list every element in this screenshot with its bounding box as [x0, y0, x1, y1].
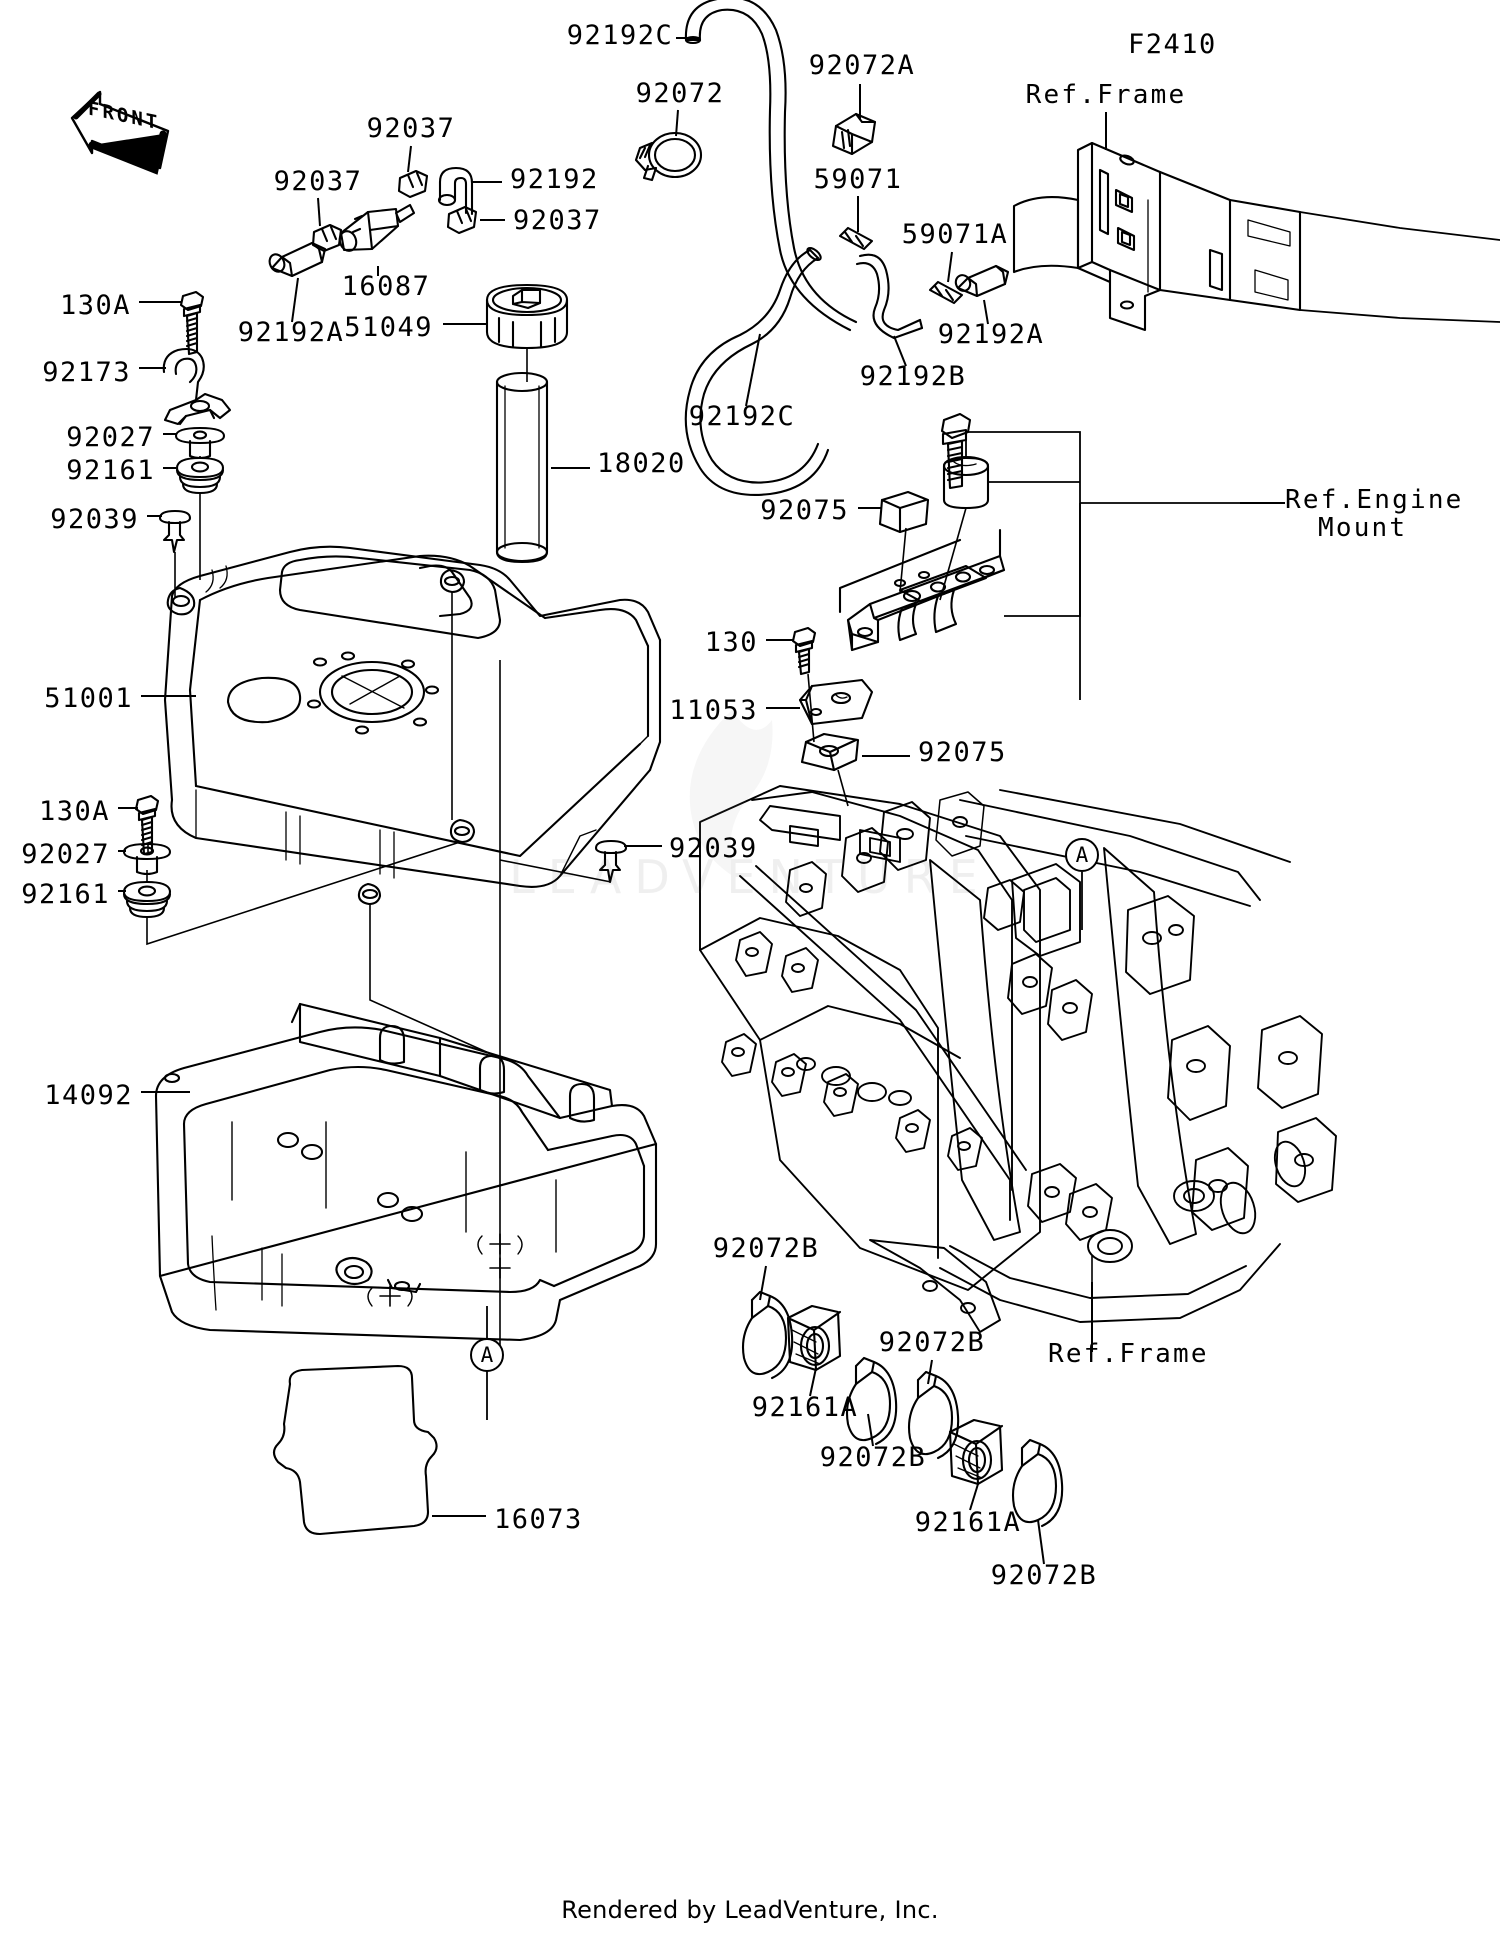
callout-92192c: 92192C — [688, 401, 796, 432]
callout-92027: 92027 — [21, 839, 110, 870]
callout-ref-frame: Ref.Frame — [1025, 80, 1187, 110]
callout-92161: 92161 — [66, 455, 155, 486]
callout-92037: 92037 — [273, 166, 363, 197]
part-18020-filler-neck — [495, 371, 549, 564]
part-92075-damper-upper — [878, 490, 930, 534]
callout-92039: 92039 — [669, 833, 758, 864]
callout-16073: 16073 — [494, 1504, 583, 1535]
callout-92173: 92173 — [42, 357, 131, 388]
part-92192a-right — [954, 264, 1010, 298]
callout-92072b: 92072B — [990, 1560, 1098, 1591]
callout-92192b: 92192B — [859, 361, 967, 392]
footer-credit: Rendered by LeadVenture, Inc. — [561, 1896, 939, 1924]
callout-92072: 92072 — [635, 78, 725, 109]
part-130-bolt — [791, 626, 817, 676]
part-92039-rivet-lower — [594, 839, 628, 884]
callout-92027: 92027 — [66, 422, 155, 453]
callout-51049: 51049 — [344, 312, 433, 343]
part-14092-tank-cover — [154, 1002, 658, 1342]
engine-mount-rail — [838, 528, 1006, 652]
callout-92192c: 92192C — [566, 20, 674, 51]
callout-92192a: 92192A — [237, 317, 345, 348]
part-92072b-clamp-4 — [1011, 1438, 1064, 1528]
callout-92192a: 92192A — [937, 319, 1045, 350]
callout-92072b: 92072B — [878, 1327, 986, 1358]
part-92192c-hose-lower — [684, 246, 830, 496]
callout-mount: Mount — [1318, 513, 1408, 543]
callout-92075: 92075 — [760, 495, 849, 526]
ref-frame-bracket-top — [1012, 141, 1500, 332]
callout-92161: 92161 — [21, 879, 110, 910]
callout-130a: 130A — [59, 290, 131, 321]
callout-92072b: 92072B — [819, 1442, 927, 1473]
callout-92072b: 92072B — [712, 1233, 820, 1264]
callout-130: 130 — [704, 627, 758, 658]
part-92161-damper-upper — [175, 456, 225, 495]
callout-92161a: 92161A — [751, 1392, 859, 1423]
section-marker-a-right: A — [1065, 838, 1099, 872]
part-92037-clamps — [311, 169, 478, 253]
part-92039-rivet-upper — [158, 509, 192, 554]
callout-18020: 18020 — [597, 448, 686, 479]
callout-f2410: F2410 — [1128, 29, 1217, 60]
callout-92075: 92075 — [918, 737, 1007, 768]
callout-92037: 92037 — [366, 113, 456, 144]
part-92072b-clamp-3 — [907, 1370, 960, 1460]
part-92072b-clamp-1 — [741, 1290, 794, 1380]
part-92161a-damper-1 — [786, 1304, 842, 1372]
part-92192b-hose — [855, 253, 924, 340]
part-92027-collar-upper — [174, 426, 226, 460]
front-arrow-icon — [70, 90, 170, 175]
part-59071-joint — [838, 226, 874, 251]
part-92161a-damper-2 — [948, 1418, 1004, 1486]
callout-ref-engine: Ref.Engine — [1285, 485, 1464, 515]
callout-11053: 11053 — [669, 695, 758, 726]
callout-130a: 130A — [38, 796, 110, 827]
part-92072a-band — [831, 112, 877, 156]
ref-frame-assembly — [699, 785, 1337, 1333]
callout-51001: 51001 — [44, 683, 133, 714]
part-92072-band — [634, 131, 703, 182]
part-51049-fuel-cap — [485, 283, 569, 350]
callout-14092: 14092 — [44, 1080, 133, 1111]
part-92173-clamp — [162, 347, 232, 426]
callout-92192: 92192 — [510, 164, 599, 195]
callout-16087: 16087 — [341, 271, 431, 302]
callout-59071: 59071 — [813, 164, 903, 195]
part-59071a-joint — [928, 280, 964, 305]
leader-lines — [118, 37, 1285, 1565]
part-92161-damper-lower — [122, 880, 172, 919]
front-arrow-label: FRONT — [88, 97, 161, 135]
callout-ref-frame: Ref.Frame — [1048, 1339, 1209, 1369]
part-92192-elbow — [437, 166, 474, 216]
part-16073-insulator — [272, 1364, 438, 1536]
part-92075-damper-lower — [800, 732, 860, 772]
callout-92037: 92037 — [513, 205, 602, 236]
part-130a-bolt-upper — [179, 290, 205, 356]
part-92027-collar-lower — [122, 842, 172, 876]
section-marker-a-bottom: A — [470, 1338, 504, 1372]
callout-59071a: 59071A — [901, 219, 1009, 250]
front-direction-indicator: FRONT — [60, 85, 170, 170]
callout-92072a: 92072A — [808, 50, 916, 81]
callout-92039: 92039 — [50, 504, 139, 535]
part-16087-fuel-valve — [338, 203, 416, 252]
callout-92161a: 92161A — [914, 1507, 1022, 1538]
part-51001-fuel-tank — [163, 545, 662, 906]
